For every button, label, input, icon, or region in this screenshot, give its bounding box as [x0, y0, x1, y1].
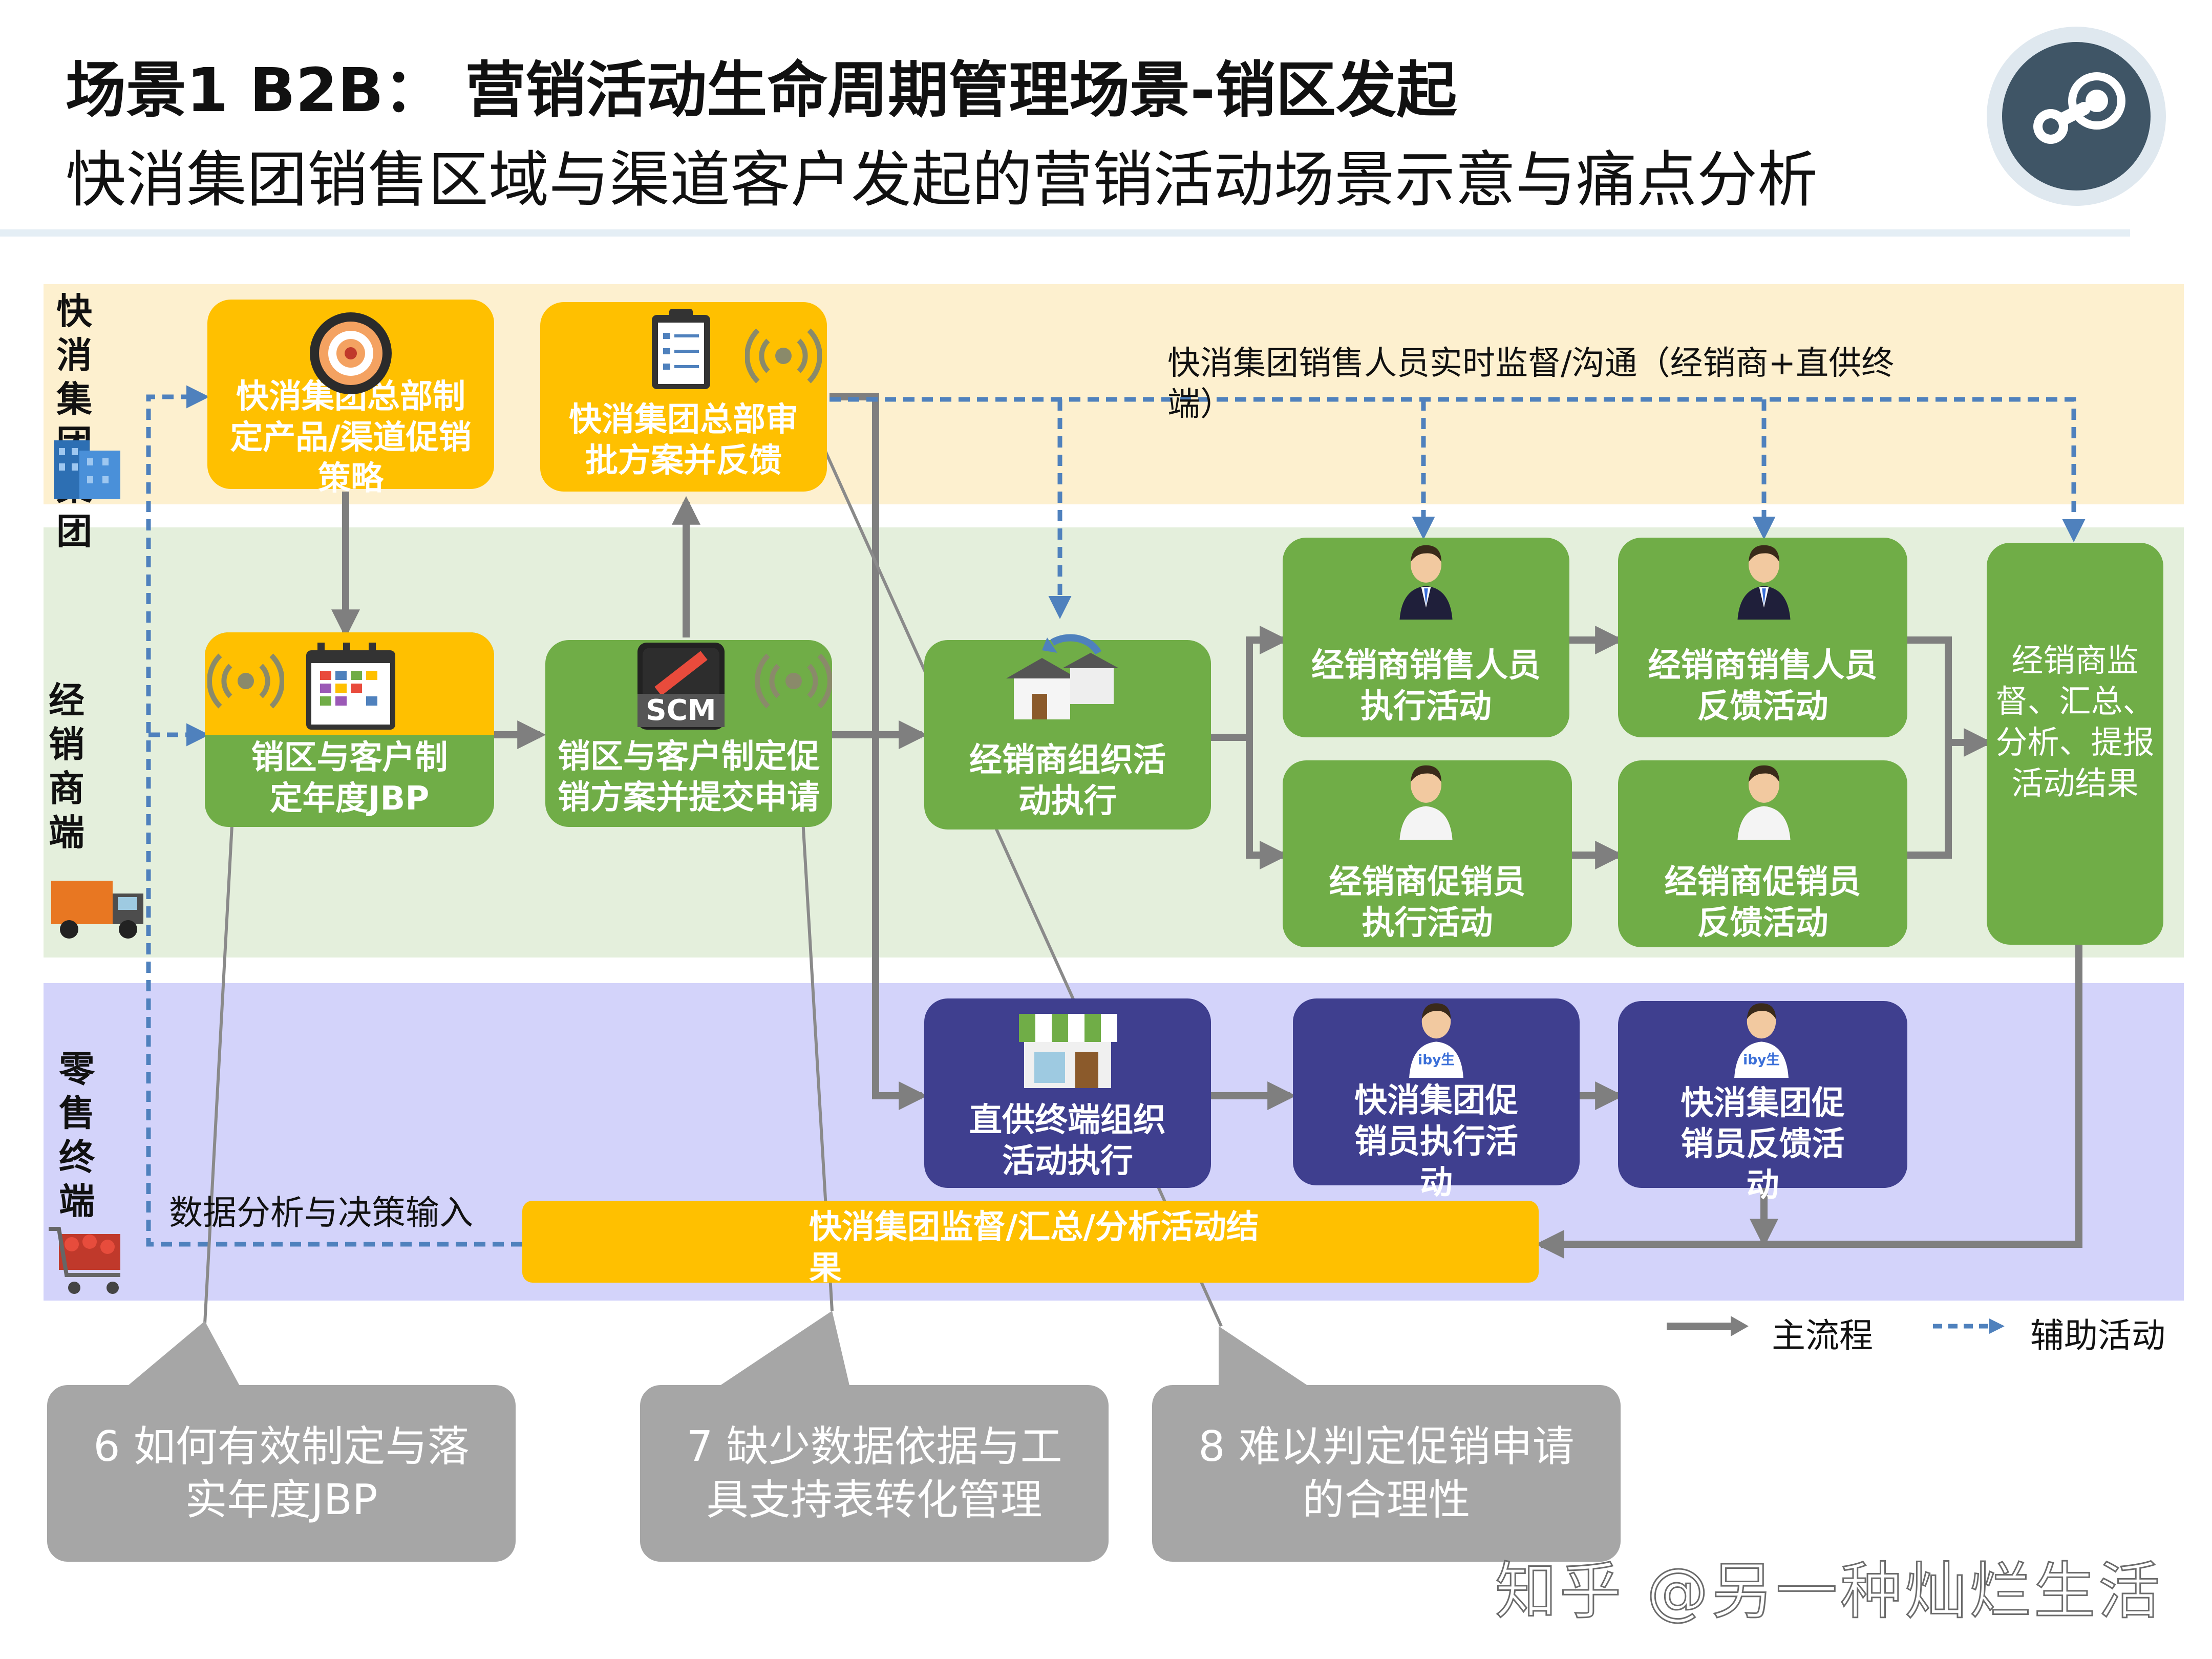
page-subtitle: 快消集团销售区域与渠道客户发起的营销活动场景示意与痛点分析 [66, 144, 1818, 215]
page-title: 场景1 B2B： 营销活动生命周期管理场景-销区发起 [66, 55, 1457, 125]
pain-point-text: 6 如何有效制定与落实年度JBP [93, 1422, 470, 1524]
data-input-label: 数据分析与决策输入 [169, 1193, 473, 1232]
pain-point-callout: 8 难以判定促销申请的合理性 [1152, 1385, 1621, 1562]
node-dist-promo-fb-label: 经销商促销员反馈活动 [1664, 863, 1861, 942]
signal-icon [755, 653, 832, 709]
scm-label: SCM [637, 694, 725, 727]
businessman-icon [1399, 545, 1453, 620]
target-icon [310, 312, 392, 394]
watermark: 知乎 @另一种灿烂生活 [1494, 1556, 2163, 1628]
node-group-summary: 快消集团监督/汇总/分析活动结果 [522, 1201, 1539, 1287]
legend-main-label: 主流程 [1772, 1316, 1873, 1355]
node-dist-summary: 经销商监督、汇总、分析、提报活动结果 [1987, 543, 2163, 945]
signal-icon [745, 328, 822, 384]
pain-point-text: 8 难以判定促销申请的合理性 [1198, 1422, 1575, 1524]
node-direct-exec-label: 直供终端组织活动执行 [969, 1101, 1166, 1180]
node-group-promo-exec-label: 快消集团促销员执行活动 [1354, 1082, 1518, 1202]
node-direct-exec: 直供终端组织活动执行 [924, 998, 1211, 1188]
clipboard-icon [652, 309, 710, 389]
scm-icon: SCM [637, 643, 725, 730]
businessman-icon [1737, 545, 1791, 620]
pain-point-callout: 7 缺少数据依据与工具支持表转化管理 [640, 1385, 1109, 1562]
steam-icon [2033, 72, 2125, 144]
pain-point-callout: 6 如何有效制定与落实年度JBP [47, 1385, 516, 1562]
node-dist-exec: 经销商组织活动执行 [924, 640, 1211, 830]
node-dist-exec-label: 经销商组织活动执行 [969, 741, 1166, 820]
shirt-logo: iby生 [1743, 1052, 1780, 1068]
node-hq-approve-label: 快消集团总部审批方案并反馈 [569, 401, 798, 480]
steam-logo [1987, 27, 2166, 206]
node-dist-sales-fb-label: 经销商销售人员反馈活动 [1648, 647, 1878, 726]
building-icon [54, 440, 120, 499]
node-region-plan-label: 销区与客户制定促销方案并提交申请 [558, 737, 820, 817]
lane-label-retail: 零售终端 [59, 1048, 95, 1222]
signal-icon [207, 653, 284, 709]
legend-main-arrow [1667, 1316, 1749, 1336]
node-dist-sales-exec-label: 经销商销售人员执行活动 [1311, 647, 1541, 726]
store-icon [1019, 1014, 1117, 1088]
node-dist-summary-label: 经销商监督、汇总、分析、提报活动结果 [1995, 642, 2155, 802]
shirt-logo: iby生 [1418, 1052, 1455, 1068]
legend-aux-arrow [1933, 1318, 2005, 1334]
promoter-icon: iby生 [1409, 1003, 1463, 1078]
promoter-icon [1737, 765, 1791, 840]
pain-point-text: 7 缺少数据依据与工具支持表转化管理 [686, 1422, 1062, 1524]
legend-aux-label: 辅助活动 [2030, 1316, 2165, 1355]
node-region-jbp-label: 销区与客户制定年度JBP [251, 739, 448, 818]
node-dist-promo-exec-label: 经销商促销员执行活动 [1329, 863, 1526, 942]
house-icon [1006, 634, 1119, 719]
node-region-plan: 销区与客户制定促销方案并提交申请 [545, 640, 832, 827]
truck-icon [51, 881, 143, 939]
shopping-cart-icon [49, 1227, 120, 1294]
lane-label-distributor: 经销商端 [49, 679, 84, 854]
monitor-annotation: 快消集团销售人员实时监督/沟通（经销商+直供终端） [1167, 345, 1895, 423]
promoter-icon [1399, 765, 1453, 840]
node-group-summary-label: 快消集团监督/汇总/分析活动结果 [809, 1208, 1259, 1287]
calendar-icon [306, 643, 395, 730]
header-divider [0, 229, 2130, 237]
node-group-promo-fb-label: 快消集团促销员反馈活动 [1681, 1084, 1845, 1204]
promoter-icon: iby生 [1734, 1003, 1789, 1078]
